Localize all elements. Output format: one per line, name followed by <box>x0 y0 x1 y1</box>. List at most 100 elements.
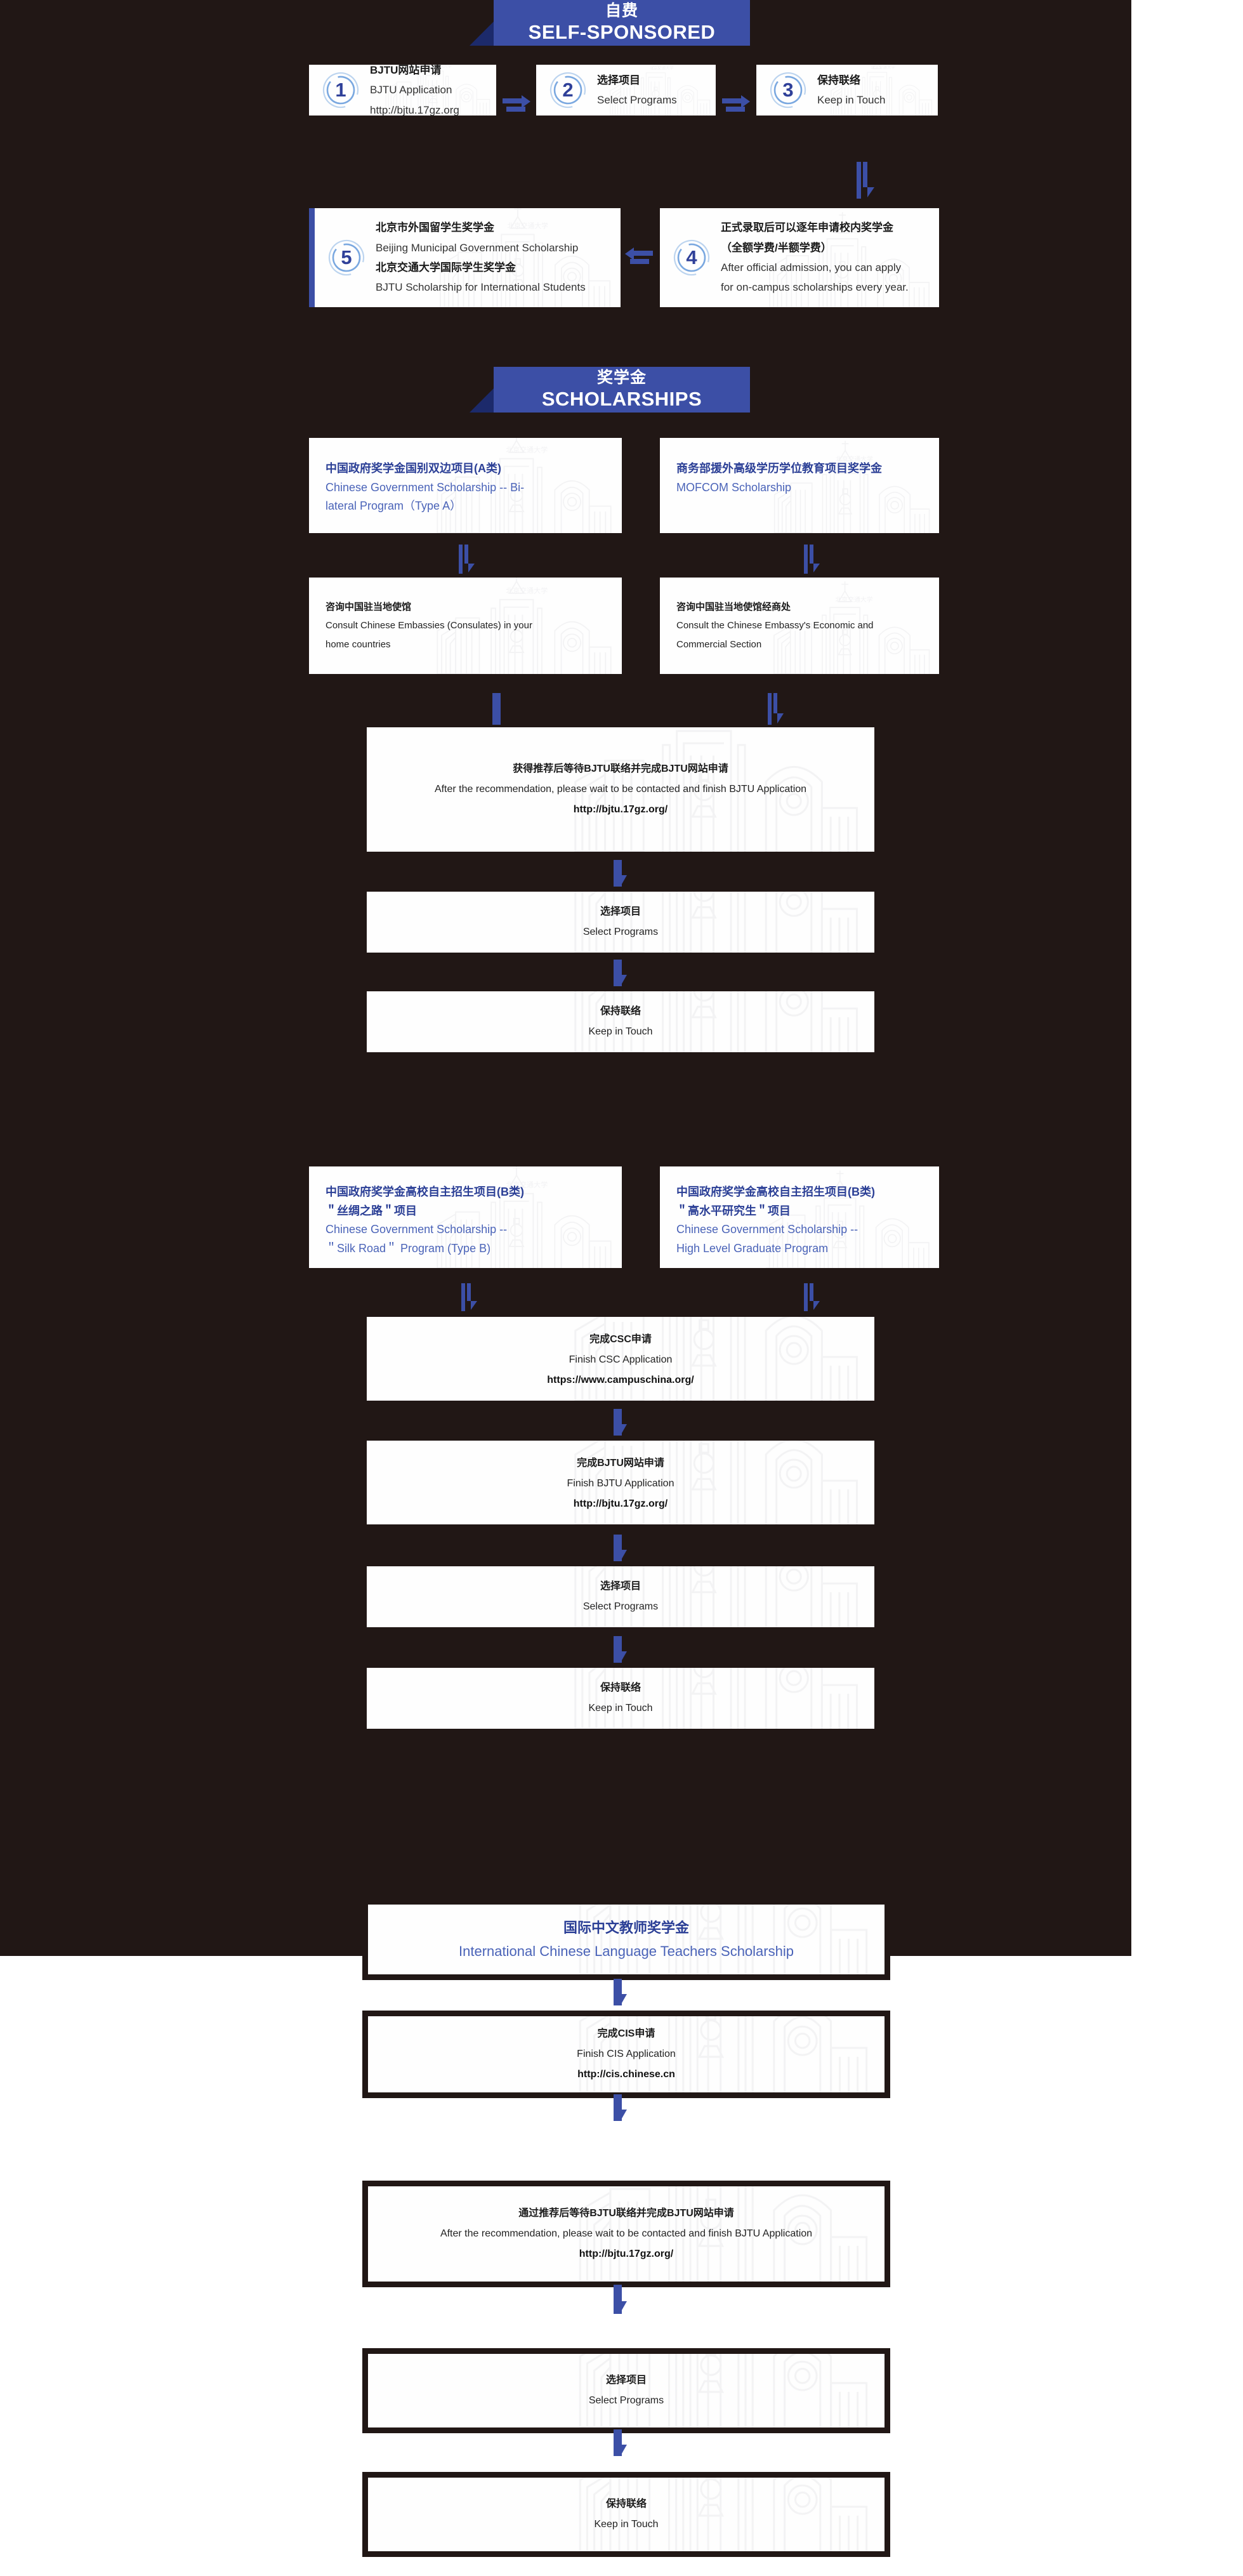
scholarship-title-en-line1: Chinese Government Scholarship -- <box>326 1223 508 1236</box>
step-title-cn: 保持联络 <box>817 74 860 86</box>
scholarship-name-cn-2: 北京交通大学国际学生奖学金 <box>376 261 516 274</box>
step-title-en: After official admission, you can apply <box>721 261 902 274</box>
banner-title-en: SCHOLARSHIPS <box>541 388 702 411</box>
scholarship-title-cn: 中国政府奖学金国别双边项目(A类) <box>326 462 501 475</box>
action-title-en: Keep in Touch <box>594 2519 659 2530</box>
scholarship-title-cn-line1: 中国政府奖学金高校自主招生项目(B类) <box>326 1186 524 1198</box>
step-number-badge: 3 <box>768 70 808 110</box>
scholarship-title-en-line1: MOFCOM Scholarship <box>676 480 792 494</box>
scholarship-title-cn: 商务部援外高级学历学位教育项目奖学金 <box>676 462 882 475</box>
step-card-5[interactable]: 5 北京市外国留学生奖学金 Beijing Municipal Governme… <box>309 208 621 307</box>
banner-scholarships: 奖学金 SCHOLARSHIPS <box>470 367 750 413</box>
action-card-finish-csc[interactable]: 完成CSC申请 Finish CSC Application https://w… <box>367 1317 874 1401</box>
scholarship-title-en-line2: lateral Program（Type A） <box>326 499 462 513</box>
step-title-en: Select Programs <box>597 94 677 106</box>
arrow-down-icon-13 <box>614 1979 627 2005</box>
arrow-down-icon-2 <box>459 545 475 574</box>
scholarship-title-cn-line2: ＂高水平研究生＂项目 <box>676 1204 791 1217</box>
step-title-cn: 选择项目 <box>597 74 640 86</box>
consult-title-en-line1: Consult the Chinese Embassy's Economic a… <box>676 620 874 631</box>
action-title-en: After the recommendation, please wait to… <box>434 784 807 795</box>
action-url[interactable]: http://bjtu.17gz.org/ <box>573 1498 668 1509</box>
action-card-after-recommendation-a[interactable]: 获得推荐后等待BJTU联络并完成BJTU网站申请 After the recom… <box>367 727 874 852</box>
scholarship-card-mofcom[interactable]: 商务部援外高级学历学位教育项目奖学金 MOFCOM Scholarship <box>660 438 939 533</box>
action-title-cn: 完成BJTU网站申请 <box>577 1458 664 1469</box>
arrow-down-icon-12 <box>614 1636 627 1663</box>
step-url[interactable]: http://bjtu.17gz.org <box>370 103 459 116</box>
arrow-down-icon-15 <box>614 2285 627 2314</box>
scholarship-title-en: International Chinese Language Teachers … <box>459 1943 794 1959</box>
action-title-cn: 通过推荐后等待BJTU联络并完成BJTU网站申请 <box>518 2208 734 2219</box>
action-card-finish-bjtu[interactable]: 完成BJTU网站申请 Finish BJTU Application http:… <box>367 1441 874 1524</box>
arrow-down-icon-6 <box>614 860 627 887</box>
action-title-en: Select Programs <box>588 2395 664 2406</box>
action-title-en: Select Programs <box>582 927 659 937</box>
ribbon-notch-icon <box>470 22 494 46</box>
dark-backdrop-band <box>0 0 1131 1956</box>
consult-title-cn: 咨询中国驻当地使馆 <box>326 602 412 612</box>
arrow-left-icon-1 <box>625 248 653 264</box>
step-number: 4 <box>686 246 697 268</box>
action-title-en: After the recommendation, please wait to… <box>440 2228 813 2239</box>
action-card-select-programs-b[interactable]: 选择项目 Select Programs <box>367 1566 874 1627</box>
scholarship-card-high-level[interactable]: 中国政府奖学金高校自主招生项目(B类) ＂高水平研究生＂项目 Chinese G… <box>660 1166 939 1268</box>
scholarship-card-silk-road[interactable]: 中国政府奖学金高校自主招生项目(B类) ＂丝绸之路＂项目 Chinese Gov… <box>309 1166 622 1268</box>
arrow-down-icon-4 <box>492 693 501 725</box>
action-title-en: Finish CSC Application <box>569 1354 673 1365</box>
arrow-down-icon-5 <box>768 693 784 725</box>
step-number-badge: 2 <box>548 70 588 110</box>
step-number: 2 <box>562 79 574 101</box>
consult-card-embassy[interactable]: 咨询中国驻当地使馆 Consult Chinese Embassies (Con… <box>309 578 622 674</box>
scholarship-card-type-a[interactable]: 中国政府奖学金国别双边项目(A类) Chinese Government Sch… <box>309 438 622 533</box>
action-url[interactable]: http://cis.chinese.cn <box>577 2069 675 2080</box>
action-url[interactable]: https://www.campuschina.org/ <box>547 1375 694 1385</box>
step-title-cn: 正式录取后可以逐年申请校内奖学金 <box>721 221 893 234</box>
action-url[interactable]: http://bjtu.17gz.org/ <box>579 2249 674 2259</box>
consult-card-commercial[interactable]: 咨询中国驻当地使馆经商处 Consult the Chinese Embassy… <box>660 578 939 674</box>
step-number: 5 <box>341 246 352 268</box>
action-title-en: Keep in Touch <box>588 1703 653 1714</box>
action-title-cn: 保持联络 <box>600 1682 641 1693</box>
action-url[interactable]: http://bjtu.17gz.org/ <box>573 804 668 815</box>
arrow-right-icon-1 <box>503 95 530 112</box>
step-card-3[interactable]: 3 保持联络 Keep in Touch <box>756 65 938 116</box>
action-card-keep-in-touch-c[interactable]: 保持联络 Keep in Touch <box>362 2472 890 2557</box>
step-title-en-2: for on-campus scholarships every year. <box>721 281 909 294</box>
scholarship-title-en-line2: ＂Silk Road＂ Program (Type B) <box>326 1242 491 1255</box>
arrow-down-icon-9 <box>804 1283 820 1311</box>
action-title-cn: 选择项目 <box>600 1581 641 1592</box>
scholarship-card-iclts[interactable]: 国际中文教师奖学金 International Chinese Language… <box>362 1899 890 1980</box>
scholarship-name-en-2: BJTU Scholarship for International Stude… <box>376 281 586 294</box>
banner-self-sponsored: 自费 SELF-SPONSORED <box>470 0 750 46</box>
scholarship-name-en-1: Beijing Municipal Government Scholarship <box>376 241 579 254</box>
action-title-en: Select Programs <box>582 1601 659 1612</box>
scholarship-title-cn-line1: 中国政府奖学金高校自主招生项目(B类) <box>676 1186 875 1198</box>
consult-title-en-line1: Consult Chinese Embassies (Consulates) i… <box>326 620 532 631</box>
step-card-2[interactable]: 2 选择项目 Select Programs <box>536 65 716 116</box>
arrow-right-icon-2 <box>722 95 750 112</box>
step-title-cn: BJTU网站申请 <box>370 65 442 76</box>
arrow-down-icon-3 <box>804 545 820 574</box>
scholarship-name-cn-1: 北京市外国留学生奖学金 <box>376 221 494 234</box>
action-title-en: Finish CIS Application <box>577 2049 676 2059</box>
step-number-badge: 5 <box>326 237 367 278</box>
action-card-after-recommendation-c[interactable]: 通过推荐后等待BJTU联络并完成BJTU网站申请 After the recom… <box>362 2181 890 2287</box>
action-title-cn: 选择项目 <box>600 906 641 917</box>
banner-title-cn: 奖学金 <box>596 368 647 386</box>
arrow-down-icon-7 <box>614 960 627 986</box>
step-card-1[interactable]: 1 BJTU网站申请 BJTU Application http://bjtu.… <box>309 65 496 116</box>
action-card-keep-in-touch-a[interactable]: 保持联络 Keep in Touch <box>367 991 874 1052</box>
action-card-select-programs-a[interactable]: 选择项目 Select Programs <box>367 892 874 953</box>
scholarship-title-en-line1: Chinese Government Scholarship -- Bi- <box>326 480 525 494</box>
consult-title-en-line2: home countries <box>326 638 391 650</box>
action-card-keep-in-touch-b[interactable]: 保持联络 Keep in Touch <box>367 1668 874 1729</box>
step-card-4[interactable]: 4 正式录取后可以逐年申请校内奖学金 （全额学费/半额学费） After off… <box>660 208 939 307</box>
action-card-select-programs-c[interactable]: 选择项目 Select Programs <box>362 2348 890 2433</box>
arrow-down-icon-11 <box>614 1535 627 1561</box>
step-title-cn-2: （全额学费/半额学费） <box>721 241 832 254</box>
action-title-cn: 完成CSC申请 <box>589 1334 652 1345</box>
step-number-badge: 1 <box>320 70 361 110</box>
action-card-finish-cis[interactable]: 完成CIS申请 Finish CIS Application http://ci… <box>362 2011 890 2098</box>
step-number: 3 <box>782 79 794 101</box>
arrow-down-icon-16 <box>614 2429 627 2456</box>
